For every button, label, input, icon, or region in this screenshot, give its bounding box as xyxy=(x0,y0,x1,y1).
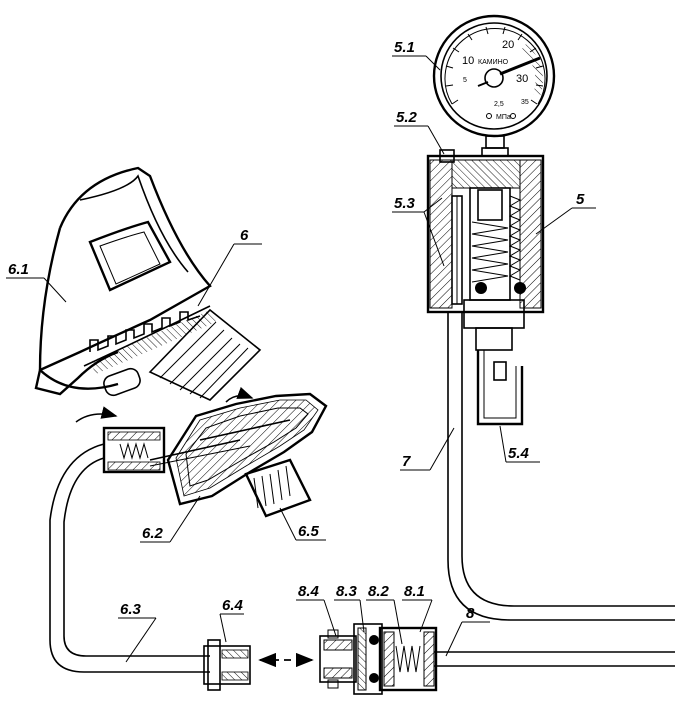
label-6: 6 xyxy=(240,227,249,244)
label-6-2: 6.2 xyxy=(142,525,164,542)
label-5: 5 xyxy=(576,191,585,208)
label-5-2: 5.2 xyxy=(396,109,418,126)
label-5-3: 5.3 xyxy=(394,195,416,212)
label-7: 7 xyxy=(402,453,411,470)
label-6-4: 6.4 xyxy=(222,597,244,614)
hose-fitting-6-4 xyxy=(203,639,251,691)
label-8-2: 8.2 xyxy=(368,583,390,600)
label-8-4: 8.4 xyxy=(298,583,320,600)
gauge-unit: МПа xyxy=(496,114,511,121)
label-6-3: 6.3 xyxy=(120,601,142,618)
demand-valve xyxy=(75,308,328,518)
gauge-label-10: 10 xyxy=(462,55,474,67)
label-8: 8 xyxy=(466,605,475,622)
hose-6-3 xyxy=(49,443,210,673)
label-5-1: 5.1 xyxy=(394,39,415,56)
pressure-gauge: 10 20 30 5 2,5 35 КАМИНО МПа xyxy=(432,14,556,157)
quick-coupling xyxy=(319,623,438,695)
gauge-label-20: 20 xyxy=(502,39,514,51)
pipe-8 xyxy=(434,651,675,667)
leader-lines xyxy=(6,55,596,663)
label-6-5: 6.5 xyxy=(298,523,320,540)
gauge-label-2-5: 2,5 xyxy=(494,101,504,108)
gauge-label-5: 5 xyxy=(463,77,467,84)
mask-shell xyxy=(34,166,216,396)
pipe-7 xyxy=(447,312,675,621)
regulator-body xyxy=(426,149,545,426)
gauge-label-35: 35 xyxy=(521,99,529,106)
label-8-3: 8.3 xyxy=(336,583,358,600)
gauge-label-30: 30 xyxy=(516,73,528,85)
label-6-1: 6.1 xyxy=(8,261,29,278)
gauge-brand: КАМИНО xyxy=(478,59,509,66)
label-5-4: 5.4 xyxy=(508,445,530,462)
label-8-1: 8.1 xyxy=(404,583,425,600)
